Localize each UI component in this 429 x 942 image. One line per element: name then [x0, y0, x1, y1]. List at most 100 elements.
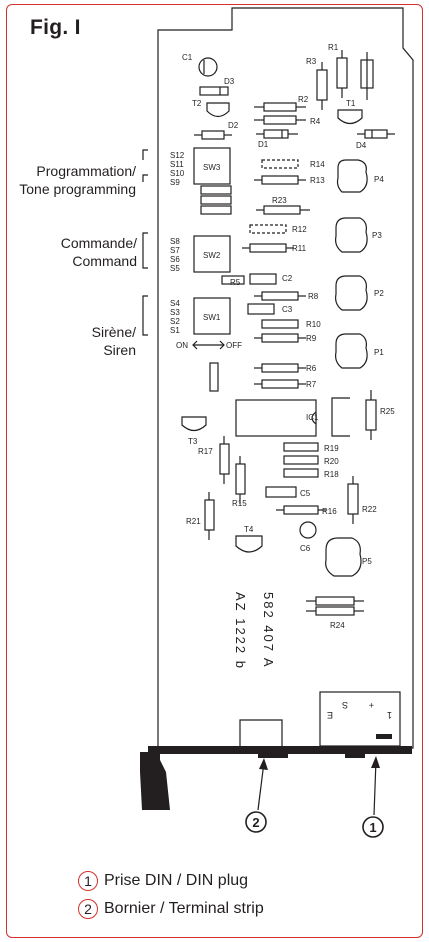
resistor-r13 [261, 175, 299, 185]
resistor-r7 [261, 379, 299, 389]
resistor-r14 [261, 159, 299, 169]
label-c3: C3 [282, 305, 293, 314]
connector-bracket [331, 397, 350, 437]
label-d1: D1 [258, 140, 269, 149]
din-connector-pin [376, 734, 392, 739]
bracket-programming-low [142, 174, 148, 182]
legend-item-2: 2 Bornier / Terminal strip [78, 898, 264, 920]
switch-on-label: ON [176, 341, 188, 350]
pin-s9: S9 [170, 178, 180, 187]
switch-sw1 [193, 297, 231, 335]
resistor-r24-a [315, 596, 355, 606]
label-d4: D4 [356, 141, 367, 150]
label-p4: P4 [374, 175, 384, 184]
resistor-r10 [261, 319, 299, 329]
legend-text-2: Bornier / Terminal strip [104, 900, 264, 917]
label-c6: C6 [300, 544, 311, 553]
on-off-arrow-head-left [192, 340, 198, 350]
pin-s12: S12 [170, 151, 185, 160]
resistor-r18 [283, 468, 319, 478]
capacitor-c2 [249, 273, 277, 285]
figure-frame [6, 4, 423, 938]
label-t3: T3 [188, 437, 198, 446]
pin-s2: S2 [170, 317, 180, 326]
legend-item-1: 1 Prise DIN / DIN plug [78, 870, 248, 892]
switch-sw3-label: SW3 [203, 163, 221, 172]
command-label: Commande/ Command [61, 234, 137, 270]
resistor-r17 [219, 443, 230, 475]
programming-label-en: Tone programming [19, 181, 136, 197]
label-r21: R21 [186, 517, 201, 526]
board-print-line2: AZ 1222 b [233, 592, 248, 670]
siren-label-fr: Sirène/ [91, 324, 136, 340]
capacitor-c3 [247, 303, 275, 315]
terminal-strip [239, 719, 283, 748]
resistor-r12 [249, 224, 287, 234]
label-r13: R13 [310, 176, 325, 185]
diode-d2 [201, 130, 225, 140]
pin-s11: S11 [170, 160, 184, 169]
pin-s7: S7 [170, 246, 180, 255]
terminal-strip-foot [258, 754, 288, 758]
label-r1: R1 [328, 43, 339, 52]
board-handle [140, 752, 170, 810]
label-r9: R9 [306, 334, 317, 343]
bracket-programming [142, 149, 148, 160]
resistor-r8 [261, 291, 299, 301]
label-c2: C2 [282, 274, 293, 283]
transistor-t1 [337, 109, 363, 125]
board-print-line1: 582 407 A [261, 592, 276, 669]
figure-title: Fig. I [30, 16, 81, 39]
switch-sw1-label: SW1 [203, 313, 221, 322]
connector-mark-e: E [327, 710, 333, 720]
switch-sw2 [193, 235, 231, 273]
connector-mark-s: S [342, 700, 348, 710]
programming-label: Programmation/ Tone programming [19, 162, 136, 198]
resistor-r23 [263, 205, 301, 215]
resistor-r24-b [315, 606, 355, 616]
potentiometer-p4 [336, 159, 368, 193]
label-r24: R24 [330, 621, 345, 630]
resistor-r2 [263, 102, 297, 112]
label-p1: P1 [374, 348, 384, 357]
label-r14: R14 [310, 160, 325, 169]
resistor-r21 [204, 499, 215, 531]
resistor-r9 [261, 333, 299, 343]
pin-s6: S6 [170, 255, 180, 264]
label-t4: T4 [244, 525, 254, 534]
legend-text-1: Prise DIN / DIN plug [104, 872, 249, 889]
label-r15: R15 [232, 499, 247, 508]
board-edge-bar [148, 746, 412, 754]
pin-s8: S8 [170, 237, 180, 246]
transistor-t3 [181, 416, 207, 432]
callout-1-circle [362, 816, 384, 838]
callout-2-arrow [257, 761, 265, 811]
label-r2: R2 [298, 95, 309, 104]
callout-1-number: 1 [369, 820, 376, 835]
diode-d4 [364, 129, 388, 139]
legend-number-1: 1 [78, 871, 98, 891]
label-c5: C5 [300, 489, 311, 498]
label-t1: T1 [346, 99, 356, 108]
capacitor-c6 [299, 521, 317, 539]
label-r25: R25 [380, 407, 395, 416]
label-r4: R4 [310, 117, 321, 126]
diode-d1 [263, 129, 289, 139]
resistor-sw3-a [200, 185, 232, 195]
resistor-r1 [336, 57, 348, 89]
resistor-r6 [261, 363, 299, 373]
potentiometer-p3 [335, 217, 368, 253]
label-r10: R10 [306, 320, 321, 329]
callout-1-arrow [373, 759, 377, 816]
pin-s3: S3 [170, 308, 180, 317]
connector-mark-1: 1 [387, 710, 392, 720]
pin-s5: S5 [170, 264, 180, 273]
resistor-vertical-a [209, 362, 219, 392]
switch-sw3 [193, 147, 231, 185]
legend-number-2: 2 [78, 899, 98, 919]
label-r7: R7 [306, 380, 317, 389]
bracket-siren [142, 295, 148, 336]
label-p2: P2 [374, 289, 384, 298]
transistor-t4 [235, 535, 263, 553]
resistor-r22 [347, 483, 359, 515]
